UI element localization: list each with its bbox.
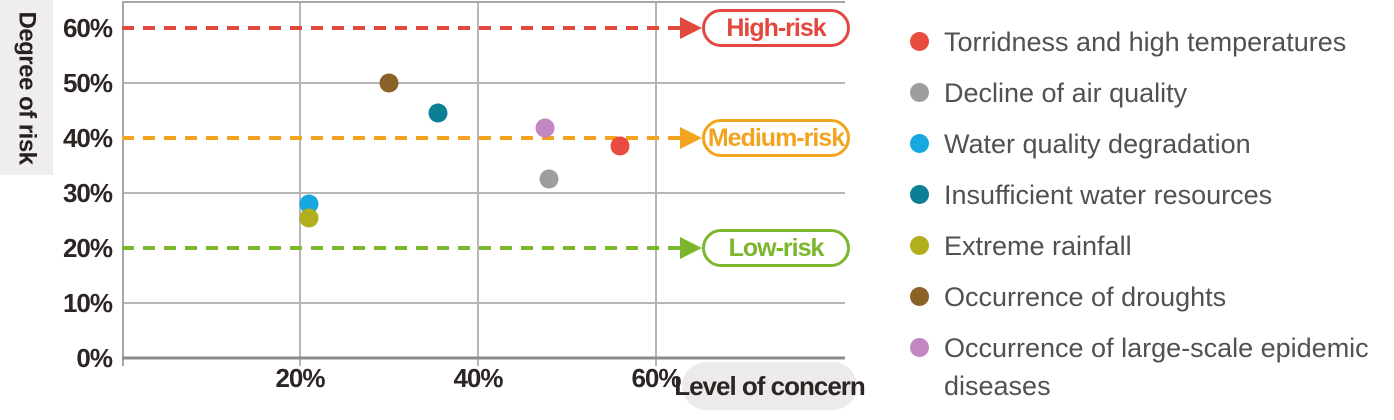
- arrow-right-icon: [680, 127, 702, 149]
- legend-item: Decline of air quality: [910, 74, 1380, 112]
- legend-label: Occurrence of droughts: [944, 282, 1227, 312]
- x-tick-label: 20%: [275, 363, 325, 393]
- legend-dot-icon: [910, 32, 929, 51]
- legend-item: Torridness and high temperatures: [910, 23, 1380, 61]
- x-axis-title: Level of concern: [674, 362, 866, 410]
- legend-label: Water quality degradation: [944, 129, 1251, 159]
- x-tick-label: 40%: [453, 363, 503, 393]
- high-risk-badge: High-risk: [702, 9, 850, 47]
- y-tick-label: 40%: [62, 123, 113, 153]
- y-axis-title-text: Degree of risk: [13, 10, 41, 165]
- legend-dot-icon: [910, 83, 929, 102]
- legend-label: Insufficient water resources: [944, 180, 1273, 210]
- plot-grid: [122, 1, 845, 366]
- legend-label: Extreme rainfall: [944, 231, 1132, 261]
- data-point-extreme-rainfall: [299, 208, 319, 228]
- medium-risk-badge: Medium-risk: [702, 119, 850, 157]
- legend-dot-icon: [910, 134, 929, 153]
- y-tick-label: 20%: [62, 233, 113, 263]
- legend-item: Insufficient water resources: [910, 176, 1380, 214]
- data-point-droughts: [379, 73, 399, 93]
- y-tick-label: 30%: [62, 178, 113, 208]
- data-point-air-quality: [539, 169, 559, 189]
- dashed-line: [122, 246, 680, 250]
- y-tick-label: 60%: [62, 13, 113, 43]
- data-point-epidemic-diseases: [535, 118, 555, 138]
- data-point-torridness: [610, 136, 630, 156]
- arrow-right-icon: [680, 17, 702, 39]
- legend-dot-icon: [910, 185, 929, 204]
- y-tick-label: 0%: [76, 343, 113, 373]
- legend-item: Occurrence of large-scale epidemic disea…: [910, 329, 1380, 405]
- legend-item: Extreme rainfall: [910, 227, 1380, 265]
- legend-label: Decline of air quality: [944, 78, 1188, 108]
- legend-label: Occurrence of large-scale epidemic disea…: [944, 333, 1369, 401]
- x-axis-title-text: Level of concern: [674, 370, 866, 401]
- high-risk-reference-line: High-risk: [122, 8, 850, 48]
- legend-dot-icon: [910, 338, 929, 357]
- low-risk-reference-line: Low-risk: [122, 228, 850, 268]
- legend-label: Torridness and high temperatures: [944, 27, 1347, 57]
- legend-dot-icon: [910, 287, 929, 306]
- legend-item: Water quality degradation: [910, 125, 1380, 163]
- legend-item: Occurrence of droughts: [910, 278, 1380, 316]
- y-tick-label: 10%: [62, 288, 113, 318]
- legend-dot-icon: [910, 236, 929, 255]
- low-risk-badge: Low-risk: [702, 229, 850, 267]
- data-point-water-resources: [428, 103, 448, 123]
- dashed-line: [122, 136, 680, 140]
- x-tick-label: 60%: [631, 363, 681, 393]
- y-tick-label: 50%: [62, 68, 113, 98]
- legend: Torridness and high temperatures Decline…: [910, 23, 1380, 418]
- arrow-right-icon: [680, 237, 702, 259]
- y-axis-title: Degree of risk: [0, 0, 53, 175]
- medium-risk-reference-line: Medium-risk: [122, 118, 850, 158]
- dashed-line: [122, 26, 680, 30]
